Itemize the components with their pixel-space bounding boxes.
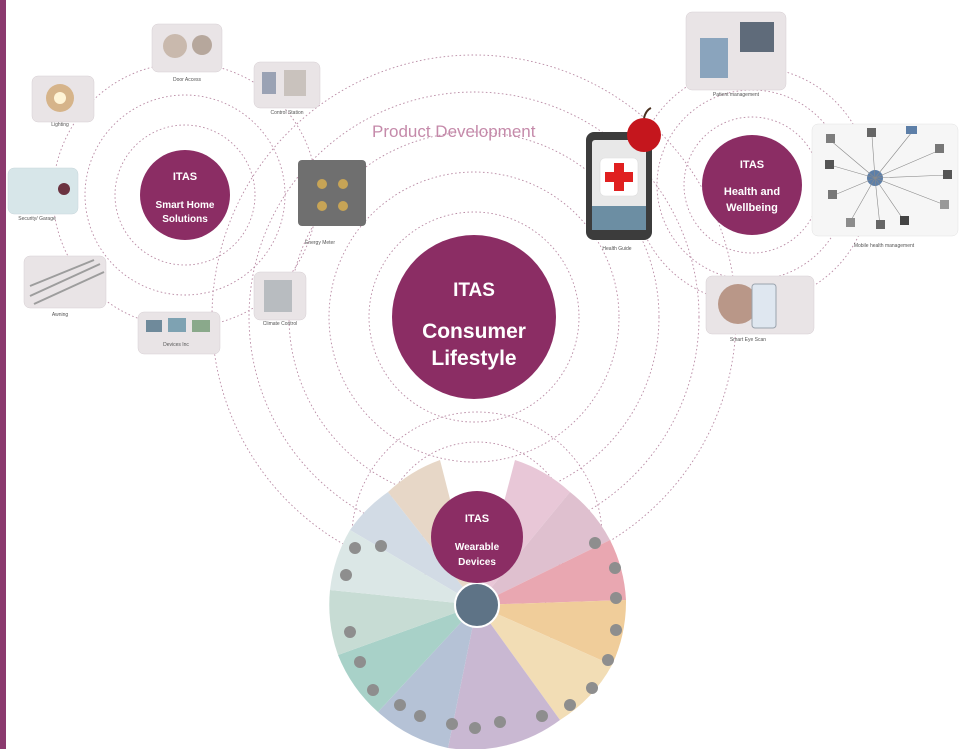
center-label-line1: Consumer: [422, 320, 526, 343]
label-health-guide: Health Guide: [602, 246, 631, 252]
label-smart-eye-scan: Smart Eye Scan: [730, 337, 766, 343]
smart-home-line2: Solutions: [162, 214, 208, 225]
control-station-thumb: [253, 61, 321, 109]
label-climate-control: Climate Control: [263, 321, 297, 327]
awning-thumb: [23, 255, 107, 309]
health-labels: Patient management Health Guide Mobile h…: [602, 92, 914, 343]
label-energy-meter: Energy Meter: [305, 240, 335, 246]
energy-meter-thumb: [298, 160, 366, 226]
label-devices-inc: Devices Inc: [163, 342, 189, 348]
label-awning: Awning: [52, 312, 69, 318]
smart-home-thumbnails: [7, 23, 366, 355]
health-line1: Health and: [724, 186, 780, 198]
label-lighting: Lighting: [51, 122, 69, 128]
label-door-access: Door Access: [173, 77, 202, 83]
center-brand: ITAS: [453, 280, 495, 301]
door-access-thumb: [151, 23, 223, 73]
health-guide-phone: [586, 132, 652, 240]
label-patient-management: Patient management: [713, 92, 760, 98]
lighting-thumb: [31, 75, 95, 123]
health-thumbnails: [586, 11, 959, 335]
wearable-brand: ITAS: [465, 513, 489, 525]
health-hub: ITAS Health and Wellbeing: [702, 135, 802, 235]
smart-home-labels: Door Access Control Station Lighting Sec…: [18, 77, 335, 348]
smart-home-hub: ITAS Smart Home Solutions: [140, 150, 230, 240]
center-hub: ITAS Consumer Lifestyle: [392, 235, 556, 399]
wearable-line2: Devices: [458, 557, 496, 568]
security-garage-thumb: [7, 167, 79, 215]
smart-eye-scan-thumb: [705, 275, 815, 335]
health-line2: Wellbeing: [726, 202, 778, 214]
patient-management-thumb: [685, 11, 787, 91]
health-brand: ITAS: [740, 159, 764, 171]
label-mobile-health-management: Mobile health management: [854, 243, 915, 249]
smart-home-line1: Smart Home: [156, 200, 215, 211]
smart-home-brand: ITAS: [173, 171, 197, 183]
wearable-line1: Wearable: [455, 542, 500, 553]
product-development-title: Product Development: [372, 122, 536, 141]
apple-icon: [627, 107, 661, 152]
center-label-line2: Lifestyle: [431, 347, 516, 370]
climate-control-thumb: [253, 271, 307, 321]
mobile-health-management-thumb: [811, 123, 959, 237]
wearable-hub: ITAS Wearable Devices: [431, 491, 523, 583]
label-control-station: Control Station: [270, 110, 303, 116]
left-accent-bar: [0, 0, 6, 749]
label-security-garage: Security/ Garage: [18, 216, 56, 222]
devices-inc-thumb: [137, 311, 221, 355]
red-cross-icon: [599, 157, 639, 197]
